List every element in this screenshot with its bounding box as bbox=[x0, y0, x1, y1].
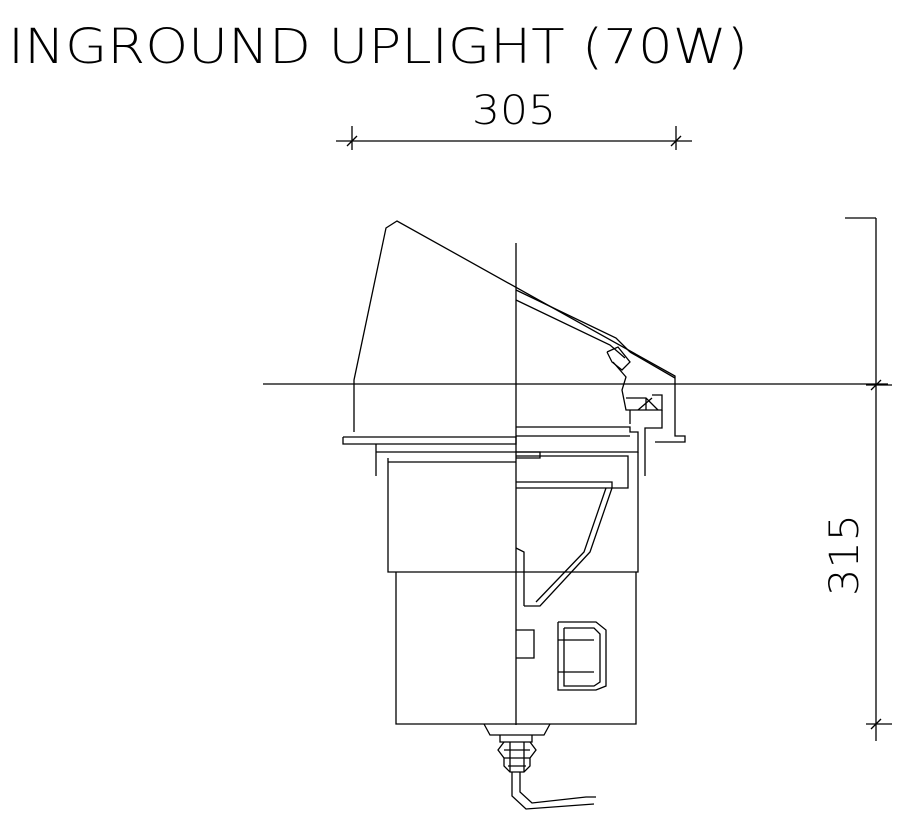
width-dimension-label: 305 bbox=[472, 88, 556, 134]
lens-seal-detail bbox=[612, 361, 686, 448]
supply-cable bbox=[511, 772, 596, 810]
lower-housing bbox=[395, 572, 637, 725]
height-dimension: 315 bbox=[822, 217, 892, 741]
upper-housing bbox=[387, 452, 639, 573]
width-dimension: 305 bbox=[336, 88, 692, 150]
reflector bbox=[515, 487, 613, 607]
cable-gland bbox=[483, 723, 551, 773]
terminal-block bbox=[557, 621, 607, 691]
glare-cowl bbox=[353, 220, 676, 432]
top-flange bbox=[342, 426, 646, 476]
drawing-title: INGROUND UPLIGHT (70W) bbox=[8, 19, 748, 75]
height-dimension-label: 315 bbox=[822, 514, 868, 596]
